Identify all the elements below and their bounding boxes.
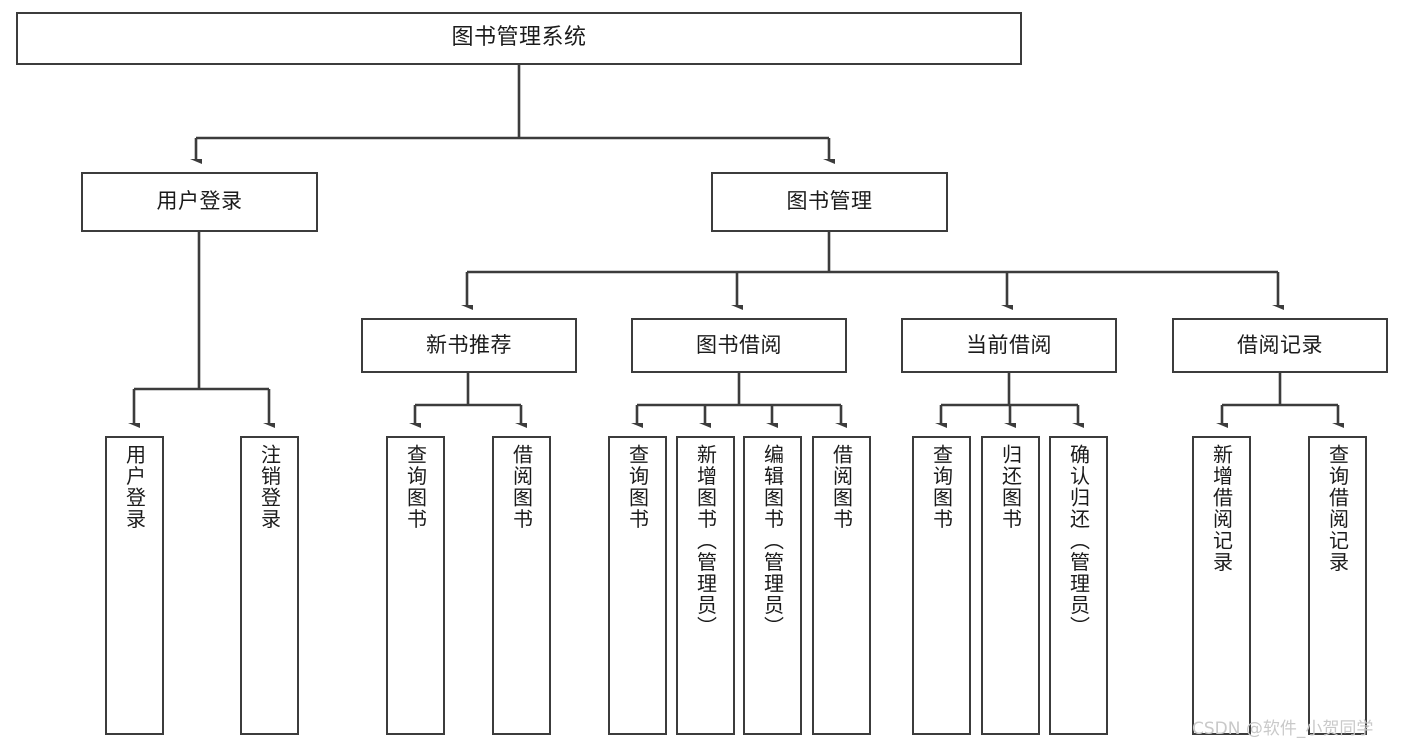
node-book-manage[interactable]: 图书管理 (711, 172, 948, 232)
node-label: 图书管理 (786, 189, 873, 214)
node-leaf-edit-book-admin[interactable]: 编辑图书（管理员） (743, 436, 802, 735)
node-label: 归还图书 (998, 444, 1023, 530)
node-leaf-confirm-return-admin[interactable]: 确认归还（管理员） (1049, 436, 1108, 735)
node-leaf-borrow-book-1[interactable]: 借阅图书 (492, 436, 551, 735)
node-label: 用户登录 (156, 189, 243, 214)
node-label: 确认归还（管理员） (1066, 444, 1091, 638)
node-label: 编辑图书（管理员） (760, 444, 785, 638)
node-leaf-add-borrow-record[interactable]: 新增借阅记录 (1192, 436, 1251, 735)
node-label: 注销登录 (257, 444, 282, 530)
node-label: 查询图书 (403, 444, 428, 530)
node-label: 借阅图书 (509, 444, 534, 530)
node-leaf-add-book-admin[interactable]: 新增图书（管理员） (676, 436, 735, 735)
node-current-borrow[interactable]: 当前借阅 (901, 318, 1117, 373)
node-label: 图书管理系统 (451, 25, 587, 51)
node-book-borrow[interactable]: 图书借阅 (631, 318, 847, 373)
node-leaf-return-book[interactable]: 归还图书 (981, 436, 1040, 735)
node-root-book-management-system[interactable]: 图书管理系统 (16, 12, 1022, 65)
node-borrow-record[interactable]: 借阅记录 (1172, 318, 1388, 373)
node-leaf-query-book-1[interactable]: 查询图书 (386, 436, 445, 735)
node-leaf-borrow-book-2[interactable]: 借阅图书 (812, 436, 871, 735)
node-label: 查询借阅记录 (1325, 444, 1350, 573)
node-leaf-query-book-3[interactable]: 查询图书 (912, 436, 971, 735)
node-label: 借阅记录 (1237, 332, 1323, 357)
node-user-login[interactable]: 用户登录 (81, 172, 318, 232)
node-leaf-query-borrow-record[interactable]: 查询借阅记录 (1308, 436, 1367, 735)
node-leaf-logout-login[interactable]: 注销登录 (240, 436, 299, 735)
node-label: 用户登录 (122, 444, 147, 530)
node-leaf-user-login[interactable]: 用户登录 (105, 436, 164, 735)
node-label: 新书推荐 (426, 332, 512, 357)
node-label: 图书借阅 (696, 332, 782, 357)
node-label: 当前借阅 (966, 332, 1052, 357)
node-label: 新增借阅记录 (1209, 444, 1234, 573)
node-new-book-recommend[interactable]: 新书推荐 (361, 318, 577, 373)
node-leaf-query-book-2[interactable]: 查询图书 (608, 436, 667, 735)
node-label: 查询图书 (929, 444, 954, 530)
node-label: 新增图书（管理员） (693, 444, 718, 638)
node-label: 借阅图书 (829, 444, 854, 530)
node-label: 查询图书 (625, 444, 650, 530)
